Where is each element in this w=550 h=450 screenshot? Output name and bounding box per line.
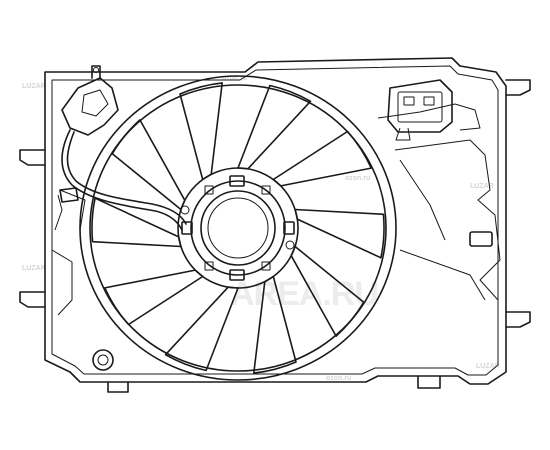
fan-blade <box>272 130 372 187</box>
fan-blade <box>179 82 223 181</box>
wire-harness <box>54 65 187 231</box>
fan-blade <box>290 245 365 337</box>
fan-blade <box>253 275 297 374</box>
fan-blade <box>294 208 385 259</box>
watermark-domain-mid: ozon.ru <box>345 175 370 182</box>
fan-blade <box>164 286 239 372</box>
watermark-domain-top: ozon.ru <box>222 75 247 82</box>
fan-blade <box>91 197 182 248</box>
shroud-frame <box>19 57 531 393</box>
watermark-brand-top-right: LUZAR <box>470 183 494 190</box>
watermark-brand-right: LUZAR <box>476 363 500 370</box>
watermark-site: AREA.RU <box>230 275 378 313</box>
watermark-domain-bottom: ozon.ru <box>326 375 351 382</box>
watermark-layer: AREA.RU LUZAR ozon.ru LUZAR LUZAR ozon.r… <box>22 75 500 382</box>
motor-hub <box>177 167 299 289</box>
fan-blade <box>237 84 312 170</box>
fan-blade <box>111 119 186 211</box>
fan-blades <box>91 82 385 374</box>
fan-ring <box>79 75 397 381</box>
fan-blade <box>104 269 204 326</box>
connector-block <box>387 79 453 141</box>
watermark-brand-left: LUZAR <box>22 265 46 272</box>
watermark-brand-top-left: LUZAR <box>22 83 46 90</box>
